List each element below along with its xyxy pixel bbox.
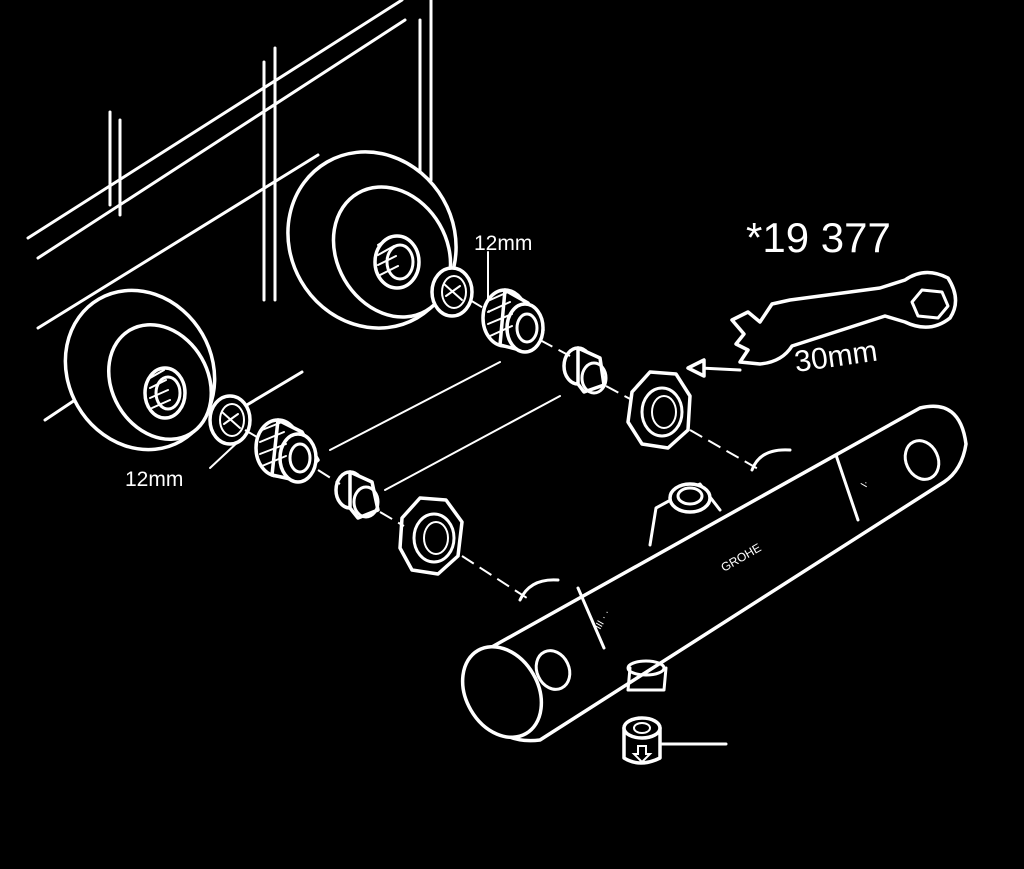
adapter-nipple-upper xyxy=(481,288,545,354)
assembly-guide-lines xyxy=(209,251,761,601)
check-valve-upper xyxy=(562,346,608,395)
union-nut-lower xyxy=(398,496,464,576)
part-number-label: *19 377 xyxy=(746,214,891,261)
check-valve-lower xyxy=(334,470,380,520)
seal-lower xyxy=(208,394,252,446)
svg-text:I·: I· xyxy=(859,479,872,490)
down-arrow-icon xyxy=(631,745,653,764)
wrench-icon xyxy=(686,270,958,378)
wall-flange-upper xyxy=(286,150,458,330)
union-nut-upper xyxy=(626,370,692,450)
fitting-size-label-lower: 12mm xyxy=(125,468,183,491)
adapter-nipple-lower xyxy=(254,418,320,484)
wall-flange-lower xyxy=(63,288,217,452)
outlet-filter xyxy=(622,716,728,765)
fitting-size-label-upper: 12mm xyxy=(474,232,532,255)
thermostat-mixer-body: GROHE III · · I· xyxy=(460,404,968,743)
seal-upper xyxy=(430,266,474,318)
